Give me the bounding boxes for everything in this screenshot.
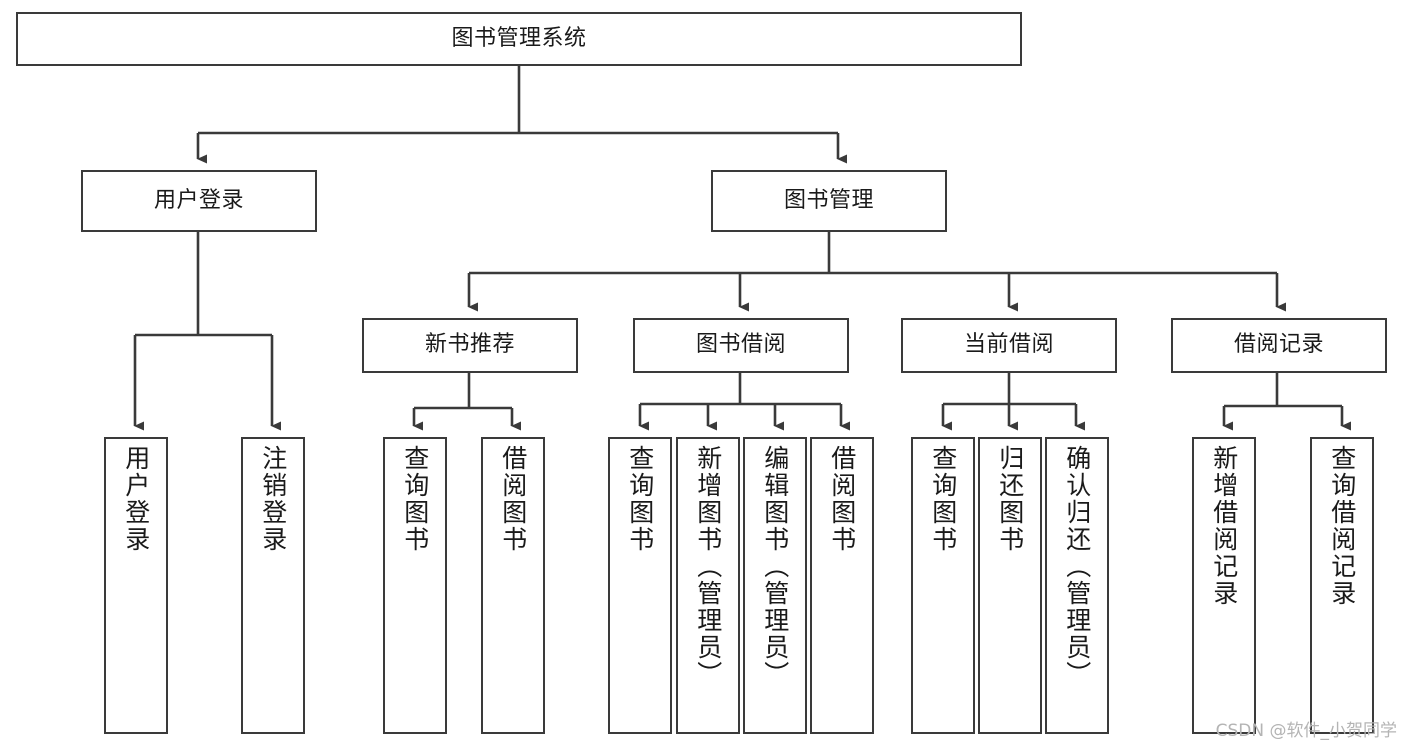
leaf-borrow-edit-book-admin[interactable]: 编辑图书（管理员） bbox=[743, 437, 807, 734]
leaf-user-login-logout[interactable]: 注销登录 bbox=[241, 437, 305, 734]
node-borrow-records[interactable]: 借阅记录 bbox=[1171, 318, 1387, 373]
watermark-text: CSDN @软件_小贺同学 bbox=[1215, 721, 1397, 741]
leaf-current-confirm-return-admin[interactable]: 确认归还（管理员） bbox=[1045, 437, 1109, 734]
node-label: 新增图书（管理员） bbox=[693, 445, 723, 688]
node-label: 借阅图书 bbox=[827, 445, 857, 553]
node-label: 归还图书 bbox=[995, 445, 1025, 553]
leaf-user-login-login[interactable]: 用户登录 bbox=[104, 437, 168, 734]
node-label: 查询图书 bbox=[625, 445, 655, 553]
leaf-borrow-borrow-book[interactable]: 借阅图书 bbox=[810, 437, 874, 734]
node-current-borrow[interactable]: 当前借阅 bbox=[901, 318, 1117, 373]
node-root-system[interactable]: 图书管理系统 bbox=[16, 12, 1022, 66]
node-label: 当前借阅 bbox=[963, 332, 1054, 358]
node-label: 确认归还（管理员） bbox=[1062, 445, 1092, 688]
node-label: 新增借阅记录 bbox=[1209, 445, 1239, 607]
node-label: 新书推荐 bbox=[424, 332, 515, 358]
leaf-new-book-borrow[interactable]: 借阅图书 bbox=[481, 437, 545, 734]
node-user-login[interactable]: 用户登录 bbox=[81, 170, 317, 232]
node-label: 注销登录 bbox=[258, 445, 288, 553]
leaf-new-book-query[interactable]: 查询图书 bbox=[383, 437, 447, 734]
node-label: 查询图书 bbox=[400, 445, 430, 553]
node-label: 用户登录 bbox=[153, 187, 244, 213]
node-book-management[interactable]: 图书管理 bbox=[711, 170, 947, 232]
leaf-current-query-book[interactable]: 查询图书 bbox=[911, 437, 975, 734]
node-label: 借阅图书 bbox=[498, 445, 528, 553]
node-label: 查询图书 bbox=[928, 445, 958, 553]
node-label: 用户登录 bbox=[121, 445, 151, 553]
leaf-records-add-record[interactable]: 新增借阅记录 bbox=[1192, 437, 1256, 734]
node-book-borrow[interactable]: 图书借阅 bbox=[633, 318, 849, 373]
node-label: 借阅记录 bbox=[1233, 332, 1324, 358]
leaf-borrow-query-book[interactable]: 查询图书 bbox=[608, 437, 672, 734]
node-label: 图书管理 bbox=[783, 187, 874, 213]
node-label: 图书管理系统 bbox=[451, 25, 587, 51]
node-label: 编辑图书（管理员） bbox=[760, 445, 790, 688]
leaf-borrow-add-book-admin[interactable]: 新增图书（管理员） bbox=[676, 437, 740, 734]
node-label: 图书借阅 bbox=[695, 332, 786, 358]
leaf-current-return-book[interactable]: 归还图书 bbox=[978, 437, 1042, 734]
node-label: 查询借阅记录 bbox=[1327, 445, 1357, 607]
node-new-book-recommend[interactable]: 新书推荐 bbox=[362, 318, 578, 373]
leaf-records-query-record[interactable]: 查询借阅记录 bbox=[1310, 437, 1374, 734]
